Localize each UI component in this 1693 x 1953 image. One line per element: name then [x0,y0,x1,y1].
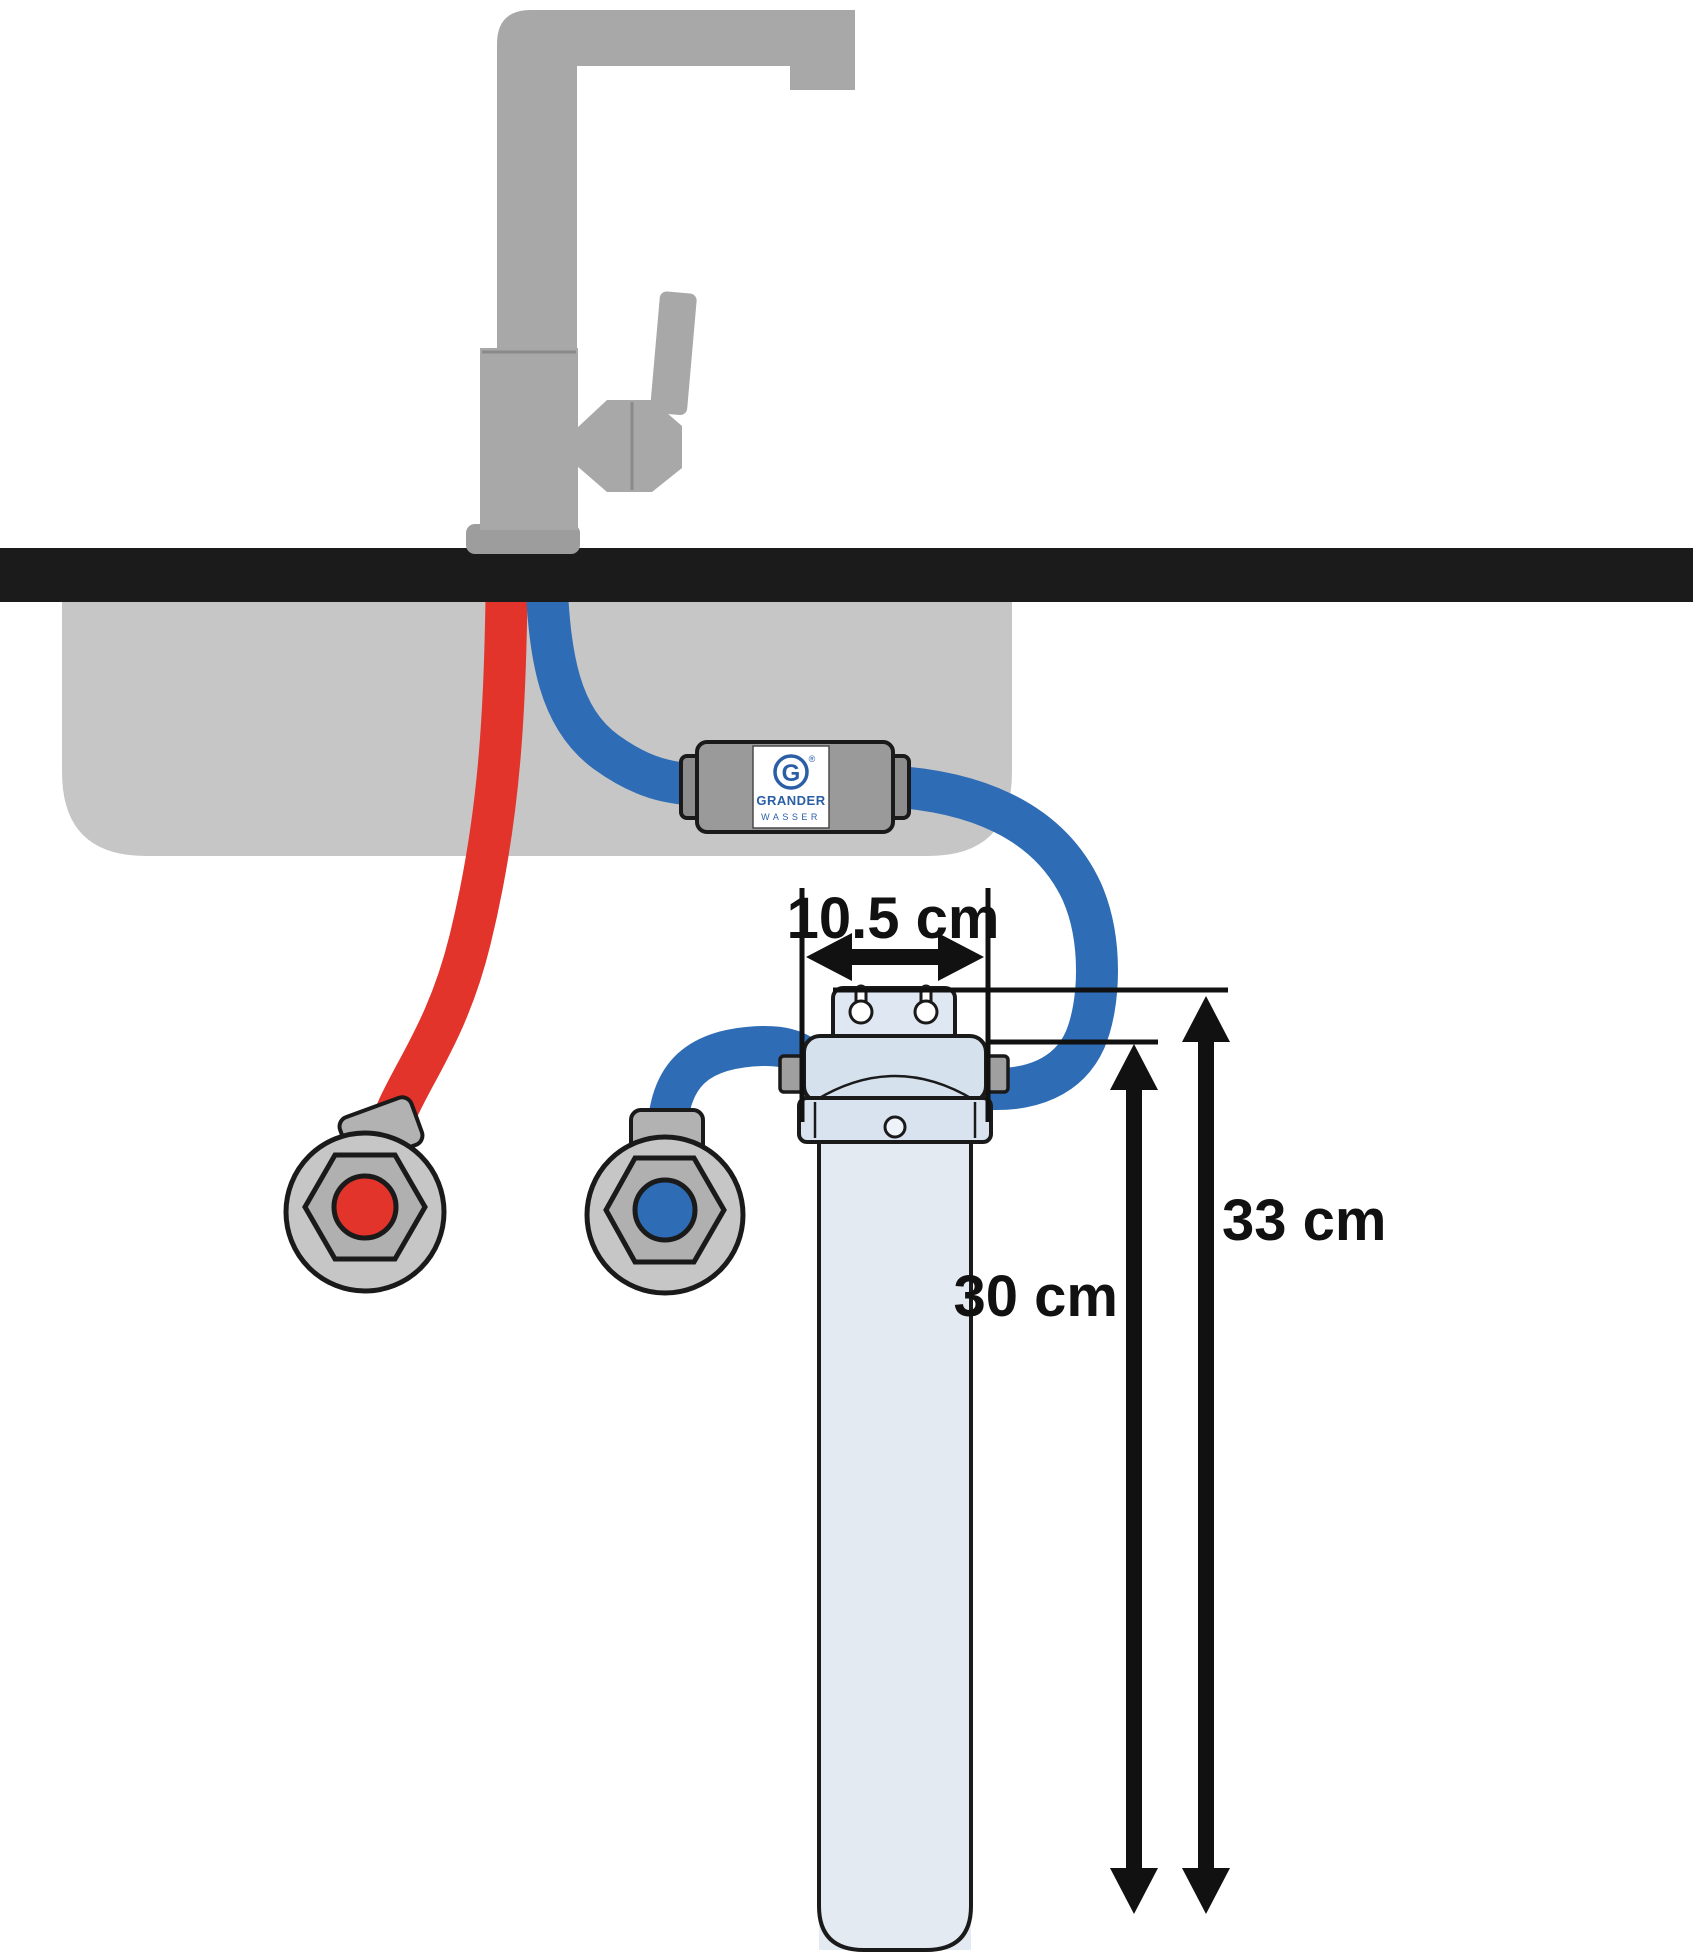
cold-water-valve [584,1108,746,1296]
hot-valve-indicator [331,1173,399,1241]
filter-head-dome-line [815,1074,975,1102]
housing-height-dimension-label: 30 cm [954,1264,1118,1329]
faucet-handle-lever [650,291,697,416]
filter-sump [817,1130,973,1952]
faucet-handle-joint [577,400,682,492]
hot-water-valve [283,1095,447,1294]
bracket-keyhole-left [848,999,874,1025]
brand-sub-label: WASSER [761,812,821,822]
grander-device: G ® GRANDER WASSER [679,740,911,834]
bracket-keyhole-right [913,999,939,1025]
cold-hose-right-path [863,765,1118,1111]
total-height-arrowhead-top [1182,996,1230,1042]
width-dimension-label: 10.5 cm [787,886,1000,951]
total-height-arrow-shaft [1198,1034,1214,1876]
faucet-base-flange [466,524,580,554]
cold-hose-faucet-to-device [525,549,731,807]
total-height-arrowhead-bottom [1182,1868,1230,1914]
total-height-dimension-label: 33 cm [1222,1188,1386,1253]
hot-hose-path [365,549,528,1163]
width-arrow-shaft [844,949,946,965]
width-dimension-arrow [806,933,984,981]
grander-logo-icon [773,754,809,790]
faucet [466,10,855,554]
housing-height-dimension-arrow [1110,1044,1158,1914]
width-arrowhead-right [938,933,984,981]
faucet-body [480,348,578,530]
dimension-annotations: 10.5 cm 33 cm 30 cm [787,886,1386,1914]
total-height-dimension-arrow [1182,996,1230,1914]
housing-height-arrowhead-bottom [1110,1868,1158,1914]
faucet-spout [497,10,855,352]
brand-name-label: GRANDER [756,793,825,808]
cold-valve-indicator [632,1177,698,1243]
width-arrowhead-left [806,933,852,981]
registered-trademark: ® [809,754,816,764]
cold-hose-upper-path [525,549,731,807]
pressure-relief-button [883,1115,907,1139]
countertop-slab [0,548,1693,602]
hot-water-hose [365,549,528,1163]
countertop [0,548,1693,602]
housing-height-arrow-shaft [1126,1082,1142,1874]
cold-hose-device-to-filter [863,765,1118,1111]
filter-unit [778,984,1010,1952]
grander-logo-letter: G [782,760,801,787]
housing-height-arrowhead-top [1110,1044,1158,1090]
